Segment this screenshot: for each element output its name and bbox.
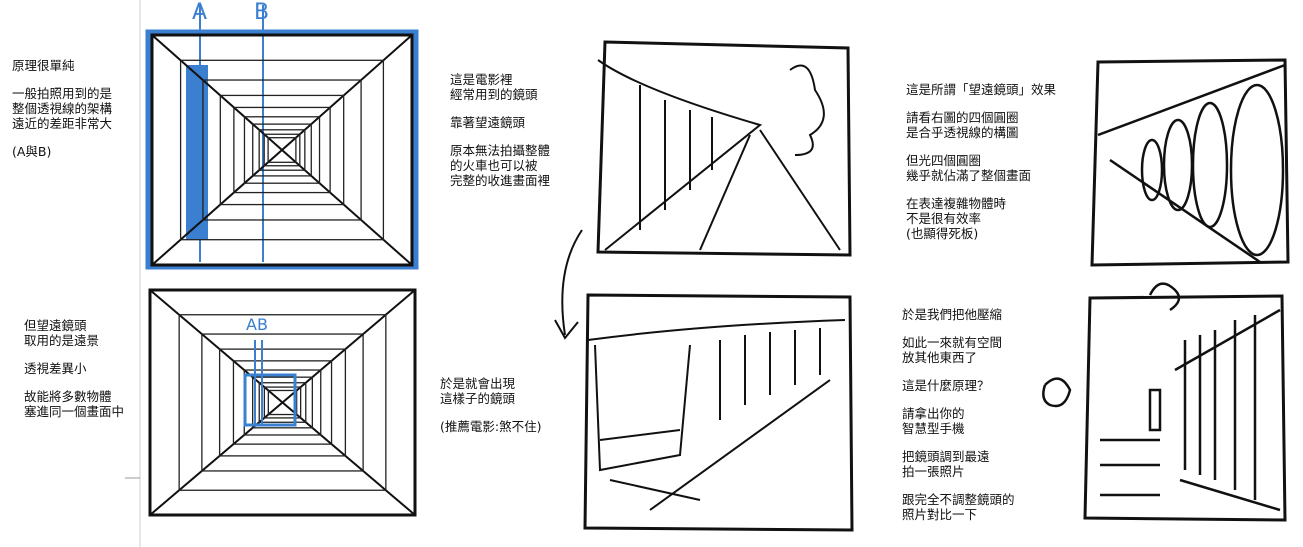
note-line: 但望遠鏡頭 取用的是遠景 [24,318,100,348]
wide-angle-tunnel-sketch [145,5,419,270]
note-line: 但光四個圓圈 幾乎就佔滿了整個畫面 [906,153,1032,183]
note-line: 把鏡頭調到最遠 拍一張照片 [902,449,990,479]
tunnel-line [243,116,321,184]
note-line: 請拿出你的 智慧型手機 [902,406,965,436]
right-top-note: 這是所謂「望遠鏡頭」效果請看右圖的四個圓圈 是合乎透視線的構圖但光四個圓圈 幾乎… [906,82,1056,254]
middle-top-note: 這是電影裡 經常用到的鏡頭靠著望遠鏡頭原本無法拍攝整體 的火車也可以被 完整的收… [450,72,550,201]
note-line: 於是我們把他壓縮 [902,307,1003,322]
note-line: 原本無法拍攝整體 的火車也可以被 完整的收進畫面裡 [450,143,551,188]
tunnel-line [218,348,347,457]
four-circles-sketch [1090,58,1290,267]
train-telephoto-sketch [583,293,854,532]
tunnel-line [263,386,302,419]
tunnel-line [232,360,333,445]
note-line: 在表達複雜物體時 不是很有效率 (也顯得死板) [906,196,1007,241]
tunnel-line [149,289,416,516]
tunnel-line [252,376,313,429]
tunnel-line [267,389,298,416]
note-line: 如此一來就有空間 放其他東西了 [902,335,1003,365]
tunnel-line [219,94,345,206]
tunnel-line [179,59,385,241]
right-bottom-note: 於是我們把他壓縮如此一來就有空間 放其他東西了這是什麼原理？ 請拿出你的 智慧型手… [902,307,1015,535]
label-a: A [192,0,208,25]
compressed-circles-sketch [1042,282,1287,522]
label-ab: AB [246,315,268,334]
tunnel-line [233,106,331,194]
tunnel-line [150,33,414,267]
tunnel-line [252,123,312,177]
tunnel-line [263,133,301,167]
note-line: 這是所謂「望遠鏡頭」效果 [906,82,1057,97]
tunnel-line [178,314,387,491]
train-wide-sketch [554,40,852,340]
note-line: 故能將多數物體 塞進同一個畫面中 [24,389,125,419]
note-line: 請看右圖的四個圓圈 是合乎透視線的構圖 [906,110,1019,140]
tunnel-line [201,333,364,472]
telephoto-tunnel-sketch [148,288,417,517]
note-line: 這是電影裡 經常用到的鏡頭 [450,72,538,102]
note-line: 一般拍照用到的是 整個透視線的架構 遠近的差距非常大 [12,86,113,131]
tunnel-line [267,137,297,163]
note-line: 原理很單純 [12,58,75,73]
tunnel-line [258,129,306,171]
note-line: (推薦電影:煞不住) [440,419,542,434]
tunnel-line [202,79,362,221]
middle-bottom-note: 於是就會出現 這樣子的鏡頭 (推薦電影:煞不住) [440,376,541,447]
note-line: 靠著望遠鏡頭 [450,115,526,130]
tunnel-line [258,382,307,423]
tunnel-line [151,34,413,266]
note-line: 於是就會出現 這樣子的鏡頭 [440,376,516,406]
tunnel-line [148,288,417,517]
note-line: 這是什麼原理？ [902,378,990,393]
note-line: 跟完全不調整鏡頭的 照片對比一下 [902,492,1015,522]
note-line: (A與B) [12,144,52,159]
label-b: B [254,0,270,25]
note-line: 透視差異小 [24,361,87,376]
left-top-note: 原理很單純一般拍照用到的是 整個透視線的架構 遠近的差距非常大 (A與B) [12,58,112,172]
left-bottom-note: 但望遠鏡頭 取用的是遠景透視差異小故能將多數物體 塞進同一個畫面中 [24,318,124,432]
